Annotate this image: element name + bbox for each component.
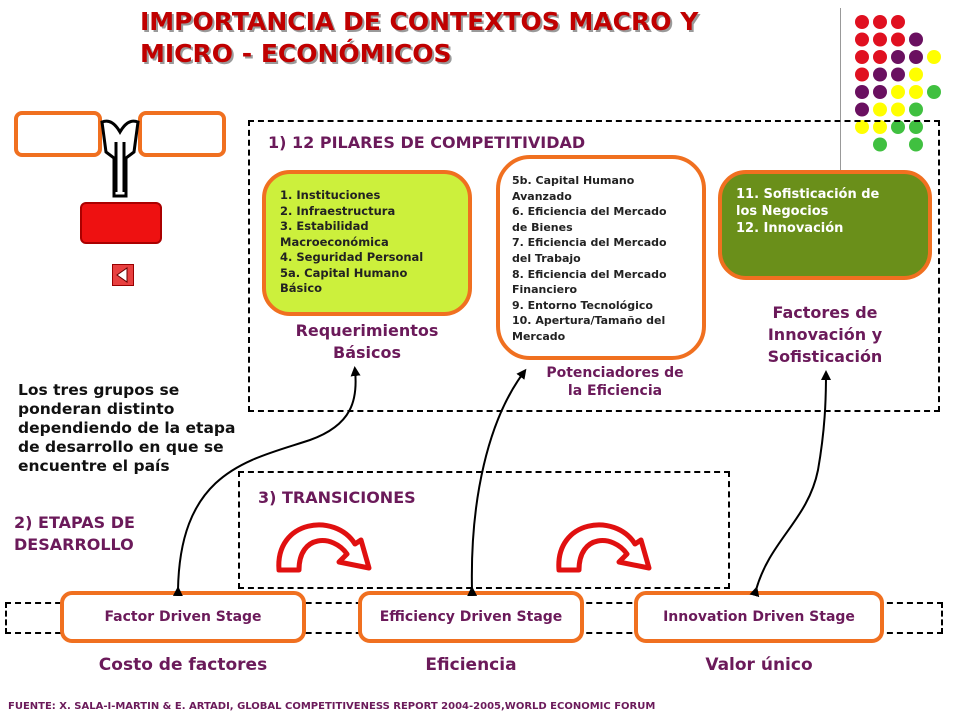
decorative-dot (873, 32, 887, 47)
efficiency-pillar-item: de Bienes (512, 220, 573, 234)
transitions-header: 3) TRANSICIONES (258, 488, 416, 507)
efficiency-pillar-item: 8. Eficiencia del Mercado (512, 267, 667, 281)
logo-left-box (14, 111, 102, 157)
efficiency-pillar-item: 7. Eficiencia del Mercado (512, 236, 667, 250)
stages-header-line-2: DESARROLLO (14, 535, 134, 554)
triangle-left-icon (116, 267, 128, 283)
efficiency-pillar-item: Financiero (512, 283, 578, 297)
innovation-factors-list: 11. Sofisticación de los Negocios 12. Inno… (736, 186, 914, 237)
decorative-dot (855, 120, 869, 134)
title-line-1: IMPORTANCIA DE CONTEXTOS MACRO Y (140, 7, 699, 36)
decorative-dot (891, 102, 905, 117)
decorative-dot (873, 120, 887, 134)
decorative-dot-grid (840, 8, 941, 183)
innovation-label-line-1: Factores de (772, 303, 878, 322)
decorative-dot (891, 50, 905, 64)
efficiency-label-line-1: Potenciadores de (546, 365, 684, 381)
outcome-unique-value: Valor único (705, 655, 813, 675)
pillars-header: 1) 12 PILARES DE COMPETITIVIDAD (268, 133, 586, 152)
efficiency-driven-stage: Efficiency Driven Stage (358, 591, 584, 643)
decorative-dot (855, 50, 869, 64)
decorative-dot (891, 120, 905, 134)
innovation-label-line-2: Innovación y (767, 325, 883, 344)
page-title: IMPORTANCIA DE CONTEXTOS MACRO Y MICRO -… (140, 6, 698, 70)
basic-pillar-item: 2. Infraestructura (280, 203, 396, 218)
stages-header-line-1: 2) ETAPAS DE (14, 513, 135, 532)
basic-label-line-2: Básicos (333, 343, 401, 362)
basic-pillar-item: Macroeconómica (280, 234, 389, 249)
basic-pillar-item: 5a. Capital Humano (280, 265, 408, 280)
basic-pillar-item: 3. Estabilidad (280, 219, 369, 233)
efficiency-pillar-item: 6. Eficiencia del Mercado (512, 205, 667, 219)
innovation-driven-stage-label: Innovation Driven Stage (663, 609, 855, 625)
outcome-factor-cost: Costo de factores (98, 655, 268, 675)
stages-header: 2) ETAPAS DE DESARROLLO (14, 512, 135, 556)
weighting-note: Los tres grupos se ponderan distinto dep… (18, 381, 236, 475)
efficiency-enhancers-label: Potenciadores de la Eficiencia (510, 364, 720, 400)
decorative-dot (909, 85, 923, 99)
decorative-dot (873, 137, 887, 152)
basic-requirements-label: Requerimientos Básicos (262, 320, 472, 364)
efficiency-driven-stage-label: Efficiency Driven Stage (379, 609, 563, 625)
efficiency-pillar-item: Avanzado (512, 189, 572, 203)
decorative-dot (927, 50, 941, 64)
decorative-dot (891, 15, 905, 29)
back-arrow-icon[interactable] (112, 264, 134, 286)
efficiency-pillar-item: 9. Entorno Tecnológico (512, 298, 653, 312)
basic-pillar-item: 1. Instituciones (280, 188, 381, 202)
decorative-dot (891, 32, 905, 47)
decorative-dot (909, 102, 923, 117)
decorative-dot (855, 32, 869, 47)
decorative-dot (891, 85, 905, 99)
efficiency-pillar-item: 10. Apertura/Tamaño del (512, 314, 666, 328)
decorative-dot (855, 85, 869, 99)
decorative-dot (873, 50, 887, 64)
innovation-pillar-item: los Negocios (736, 204, 829, 219)
decorative-dot (855, 67, 869, 82)
decorative-dot (873, 67, 887, 82)
efficiency-pillar-item: del Trabajo (512, 251, 581, 265)
efficiency-pillar-item: 5b. Capital Humano (512, 174, 635, 187)
decorative-dot (909, 67, 923, 82)
pillars-section-box (248, 120, 940, 412)
curved-transition-arrow-icon (276, 522, 372, 573)
innovation-pillar-item: 12. Innovación (736, 221, 844, 236)
innovation-factors-pill: 11. Sofisticación de los Negocios 12. Inno… (718, 170, 932, 280)
factor-driven-stage-label: Factor Driven Stage (104, 609, 262, 625)
innovation-factors-label: Factores de Innovación y Sofisticación (718, 302, 932, 368)
decorative-dot (927, 85, 941, 99)
tuning-fork-logo-icon (100, 119, 140, 198)
decorative-dot (909, 50, 923, 64)
innovation-pillar-item: 11. Sofisticación de (736, 187, 880, 202)
decorative-dot (909, 137, 923, 152)
decorative-dot (909, 32, 923, 47)
decorative-dot (909, 120, 923, 134)
innovation-label-line-3: Sofisticación (767, 347, 883, 366)
title-line-2: MICRO - ECONÓMICOS (140, 39, 452, 68)
decorative-dot (855, 15, 869, 29)
efficiency-pillar-item: Mercado (512, 329, 566, 343)
logo-base-block (80, 202, 162, 244)
innovation-driven-stage: Innovation Driven Stage (634, 591, 884, 643)
decorative-dot (873, 85, 887, 99)
efficiency-label-line-2: la Eficiencia (567, 383, 663, 399)
factor-driven-stage: Factor Driven Stage (60, 591, 306, 643)
decorative-dot (873, 102, 887, 117)
decorative-dot (855, 102, 869, 117)
basic-label-line-1: Requerimientos (295, 321, 439, 340)
decorative-dot (891, 67, 905, 82)
curved-transition-arrow-icon-2 (556, 522, 652, 573)
source-citation: FUENTE: X. SALA-I-MARTIN & E. ARTADI, GL… (8, 701, 656, 712)
outcome-efficiency: Eficiencia (425, 655, 517, 675)
logo-right-box (138, 111, 226, 157)
decorative-dot (873, 15, 887, 29)
basic-pillar-item: Básico (280, 281, 323, 295)
basic-pillar-item: 4. Seguridad Personal (280, 250, 424, 264)
